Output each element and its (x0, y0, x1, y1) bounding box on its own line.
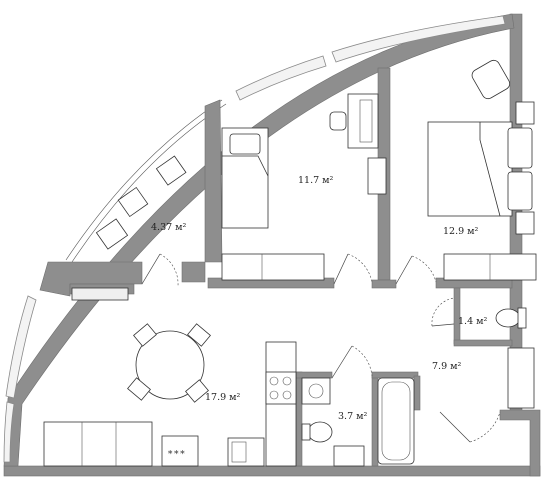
area-label-toilet: 1.4 м² (458, 316, 488, 327)
area-label-bathroom: 3.7 м² (338, 411, 368, 422)
balcony-furniture (71, 155, 187, 301)
area-label-balcony: 4.37 м² (151, 222, 187, 233)
burner-4 (282, 390, 292, 400)
doors (141, 253, 501, 443)
bathroom-door-swing (351, 345, 373, 377)
living-furniture: ∗∗∗ (43, 323, 297, 467)
bedroom-large-door-swing (411, 255, 437, 283)
toilet-door (431, 323, 455, 327)
bath-sink (333, 445, 365, 467)
area-labels: 11.7 м² 12.9 м² 4.37 м² 1.4 м² 7.9 м² 17… (151, 175, 488, 422)
window-top-right (331, 15, 506, 63)
area-label-hallway: 7.9 м² (432, 361, 462, 372)
nightstand-top (515, 101, 535, 125)
wardrobe-small (221, 253, 325, 281)
desk (347, 93, 379, 149)
bathtub-inner (381, 381, 411, 461)
window-left-lower (3, 401, 15, 463)
washing-drum (308, 383, 324, 399)
pillow-bottom (507, 171, 533, 211)
balcony-table (117, 186, 149, 218)
window-left (5, 295, 37, 399)
desk-chair (329, 111, 347, 131)
bath-entry-wall (295, 371, 333, 379)
toilet-tank (517, 307, 527, 329)
sofa (43, 421, 153, 467)
dining-chair-4 (185, 379, 209, 403)
hall-wardrobe (507, 347, 535, 409)
bathroom-right-wall (413, 375, 421, 411)
bedroom-large-door (395, 255, 413, 285)
sink-bowl (231, 441, 247, 463)
radiator (71, 287, 129, 301)
bedroom-small-door-swing (347, 253, 373, 283)
stove (265, 371, 297, 405)
washing-machine (301, 377, 331, 405)
entry-door-swing (469, 411, 501, 443)
bed-blanket (222, 155, 269, 177)
dining-chair-2 (187, 323, 211, 347)
burner-1 (269, 376, 279, 386)
curved-facade-wall (3, 13, 515, 467)
balcony-door (141, 253, 161, 285)
tv-stand-dots: ∗∗∗ (167, 448, 185, 458)
balcony-door-swing (159, 253, 179, 287)
area-label-kitchen-living: 17.9 м² (205, 392, 241, 403)
bed-pillow (229, 133, 261, 155)
balcony-chair-top (155, 155, 187, 186)
double-bed (427, 121, 513, 217)
bath-fixtures (301, 307, 535, 467)
toilet-bowl (495, 308, 521, 328)
bottom-wall (3, 465, 541, 477)
dining-table (135, 330, 205, 400)
dining-chair-3 (127, 377, 151, 401)
balcony-railing-outer (65, 99, 223, 261)
bathtub (377, 377, 415, 465)
balcony-bedroom-wall (181, 99, 223, 283)
bath-toilet-tank (301, 423, 311, 441)
bedroom-small-door (333, 253, 349, 285)
blanket-fold (479, 122, 501, 217)
bedroom-small-furniture (221, 93, 387, 281)
right-lower-wall (499, 409, 541, 477)
bath-toilet (307, 421, 333, 443)
area-label-bedroom-large: 12.9 м² (443, 226, 479, 237)
burner-3 (269, 390, 279, 400)
armchair (471, 59, 511, 100)
tv-stand (161, 435, 199, 467)
nightstand-bottom (515, 211, 535, 235)
kitchen-bath-wall (295, 371, 303, 467)
bathroom-door (331, 345, 353, 379)
burner-2 (282, 376, 292, 386)
bathroom-top-wall (371, 371, 419, 379)
toilet-bottom-wall (453, 339, 513, 347)
shelf-unit (367, 157, 387, 195)
toilet-door-swing (431, 297, 455, 327)
bedroom-large-furniture (427, 59, 537, 281)
pillow-top (507, 127, 533, 169)
area-label-bedroom-small: 11.7 м² (298, 175, 334, 186)
bedroom-corner-wall (371, 279, 397, 289)
keyboard (359, 99, 373, 143)
dining-chair-1 (133, 323, 157, 347)
window-top-mid (235, 55, 327, 101)
bathroom-left-wall (371, 375, 379, 467)
balcony-chair-bottom (95, 218, 129, 250)
entry-door (439, 411, 471, 443)
